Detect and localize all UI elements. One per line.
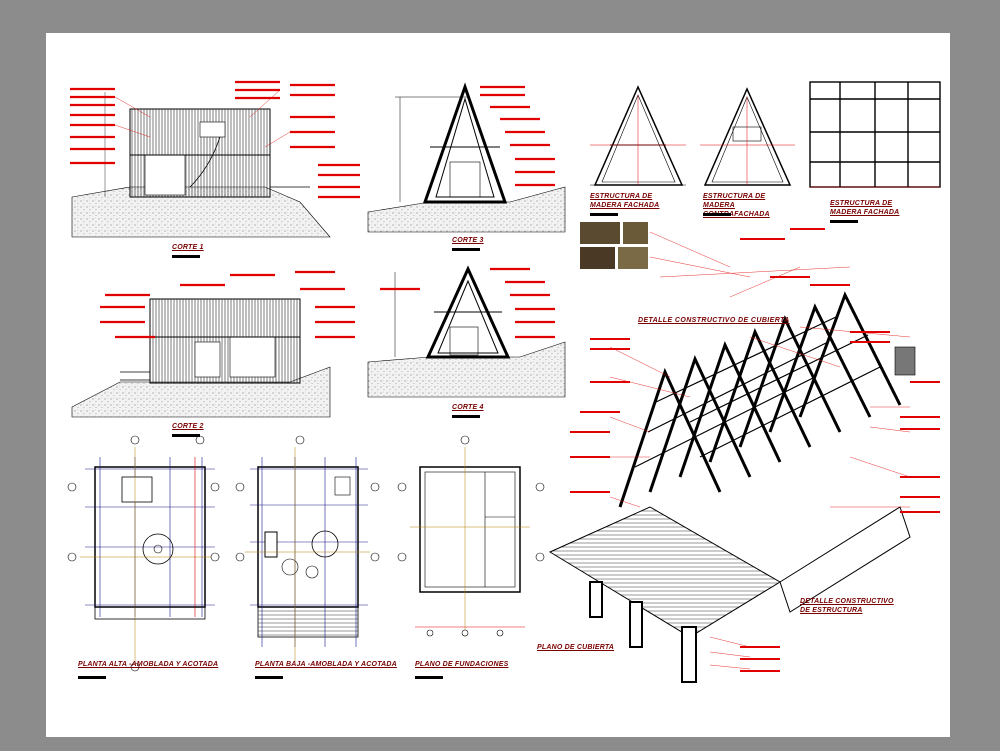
plan-upper-floor [67, 435, 220, 672]
section-corte-1 [70, 80, 360, 238]
title-structure-facade: ESTRUCTURA DE MADERA FACHADA [590, 193, 660, 209]
section-corte-2 [71, 270, 355, 418]
title-corte-3: CORTE 3 [452, 237, 484, 244]
structure-side [809, 81, 941, 188]
scale-bar-plan-foundations [415, 676, 443, 679]
title-structure-rear: ESTRUCTURA DE MADERA CONTRAFACHADA [703, 193, 770, 218]
plan-foundations [397, 435, 545, 637]
scale-bar-corte-3 [452, 248, 480, 251]
section-corte-3 [367, 82, 566, 233]
scale-bar-plan-lower [255, 676, 283, 679]
drawing-area: CORTE 1 CORTE 3 ESTRUCTURA DE MADERA FAC… [50, 37, 946, 733]
photo-thumbnails [580, 222, 851, 298]
scale-bar-corte-1 [172, 255, 200, 258]
structure-facade [590, 85, 686, 186]
scale-bar-structure-rear [703, 213, 731, 216]
title-plan-lower: PLANTA BAJA -AMOBLADA Y ACOTADA [255, 661, 397, 668]
scale-bar-corte-2 [172, 434, 200, 437]
cad-drawing [67, 80, 941, 683]
roof-structure-detail [548, 291, 940, 683]
drawing-sheet: CORTE 1 CORTE 3 ESTRUCTURA DE MADERA FAC… [46, 33, 950, 737]
title-corte-2: CORTE 2 [172, 423, 204, 430]
scale-bar-plan-upper [78, 676, 106, 679]
title-plan-upper: PLANTA ALTA -AMOBLADA Y ACOTADA [78, 661, 219, 668]
section-corte-4 [367, 265, 566, 398]
scale-bar-corte-4 [452, 415, 480, 418]
scale-bar-structure-facade [590, 213, 618, 216]
title-corte-1: CORTE 1 [172, 244, 204, 251]
title-plan-roof: PLANO DE CUBIERTA [537, 644, 615, 651]
title-structure-side: ESTRUCTURA DE MADERA FACHADA [830, 200, 900, 216]
plan-lower-floor [235, 435, 380, 662]
title-corte-4: CORTE 4 [452, 404, 484, 411]
title-plan-foundations: PLANO DE FUNDACIONES [415, 661, 509, 668]
title-roof-detail: DETALLE CONSTRUCTIVO DE CUBIERTA [638, 317, 790, 324]
scale-bar-structure-side [830, 220, 858, 223]
title-structure-detail: DETALLE CONSTRUCTIVO DE ESTRUCTURA [800, 598, 894, 614]
structure-rear [700, 87, 795, 186]
